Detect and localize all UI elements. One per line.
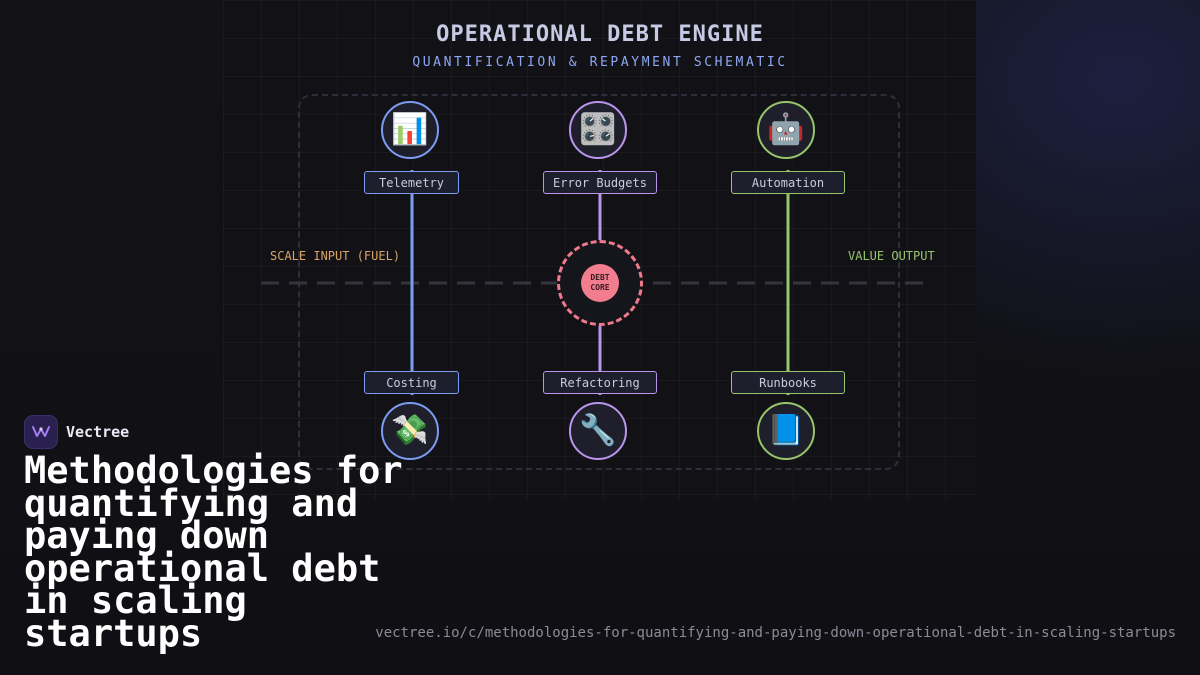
wrench-icon: 🔧 [579,413,617,448]
money-wings-icon: 💸 [391,413,429,448]
value-output-label: VALUE OUTPUT [848,249,935,263]
robot-icon: 🤖 [767,112,805,147]
blue-book-icon: 📘 [767,413,805,448]
automation-node: 🤖 [757,101,815,159]
scale-input-label: SCALE INPUT (FUEL) [270,249,401,263]
error-budgets-label: Error Budgets [543,171,657,194]
runbooks-node: 📘 [757,402,815,460]
brand[interactable]: Vectree [24,415,129,449]
brand-name: Vectree [66,423,130,441]
costing-label: Costing [364,371,459,394]
control-knobs-icon: 🎛️ [579,112,617,147]
automation-label: Automation [731,171,845,194]
costing-node: 💸 [381,402,439,460]
vectree-logo-icon [24,415,58,449]
page-title: Methodologies for quantifying and paying… [24,449,403,655]
diagram-title: OPERATIONAL DEBT ENGINE [436,22,764,47]
refactoring-node: 🔧 [569,402,627,460]
debt-core: DEBT CORE [581,264,619,302]
telemetry-node: 📊 [381,101,439,159]
page-url[interactable]: vectree.io/c/methodologies-for-quantifyi… [375,625,1176,641]
refactoring-label: Refactoring [543,371,657,394]
runbooks-label: Runbooks [731,371,845,394]
telemetry-label: Telemetry [364,171,459,194]
error-budgets-node: 🎛️ [569,101,627,159]
diagram-subtitle: QUANTIFICATION & REPAYMENT SCHEMATIC [412,55,788,70]
bar-chart-icon: 📊 [391,112,429,147]
